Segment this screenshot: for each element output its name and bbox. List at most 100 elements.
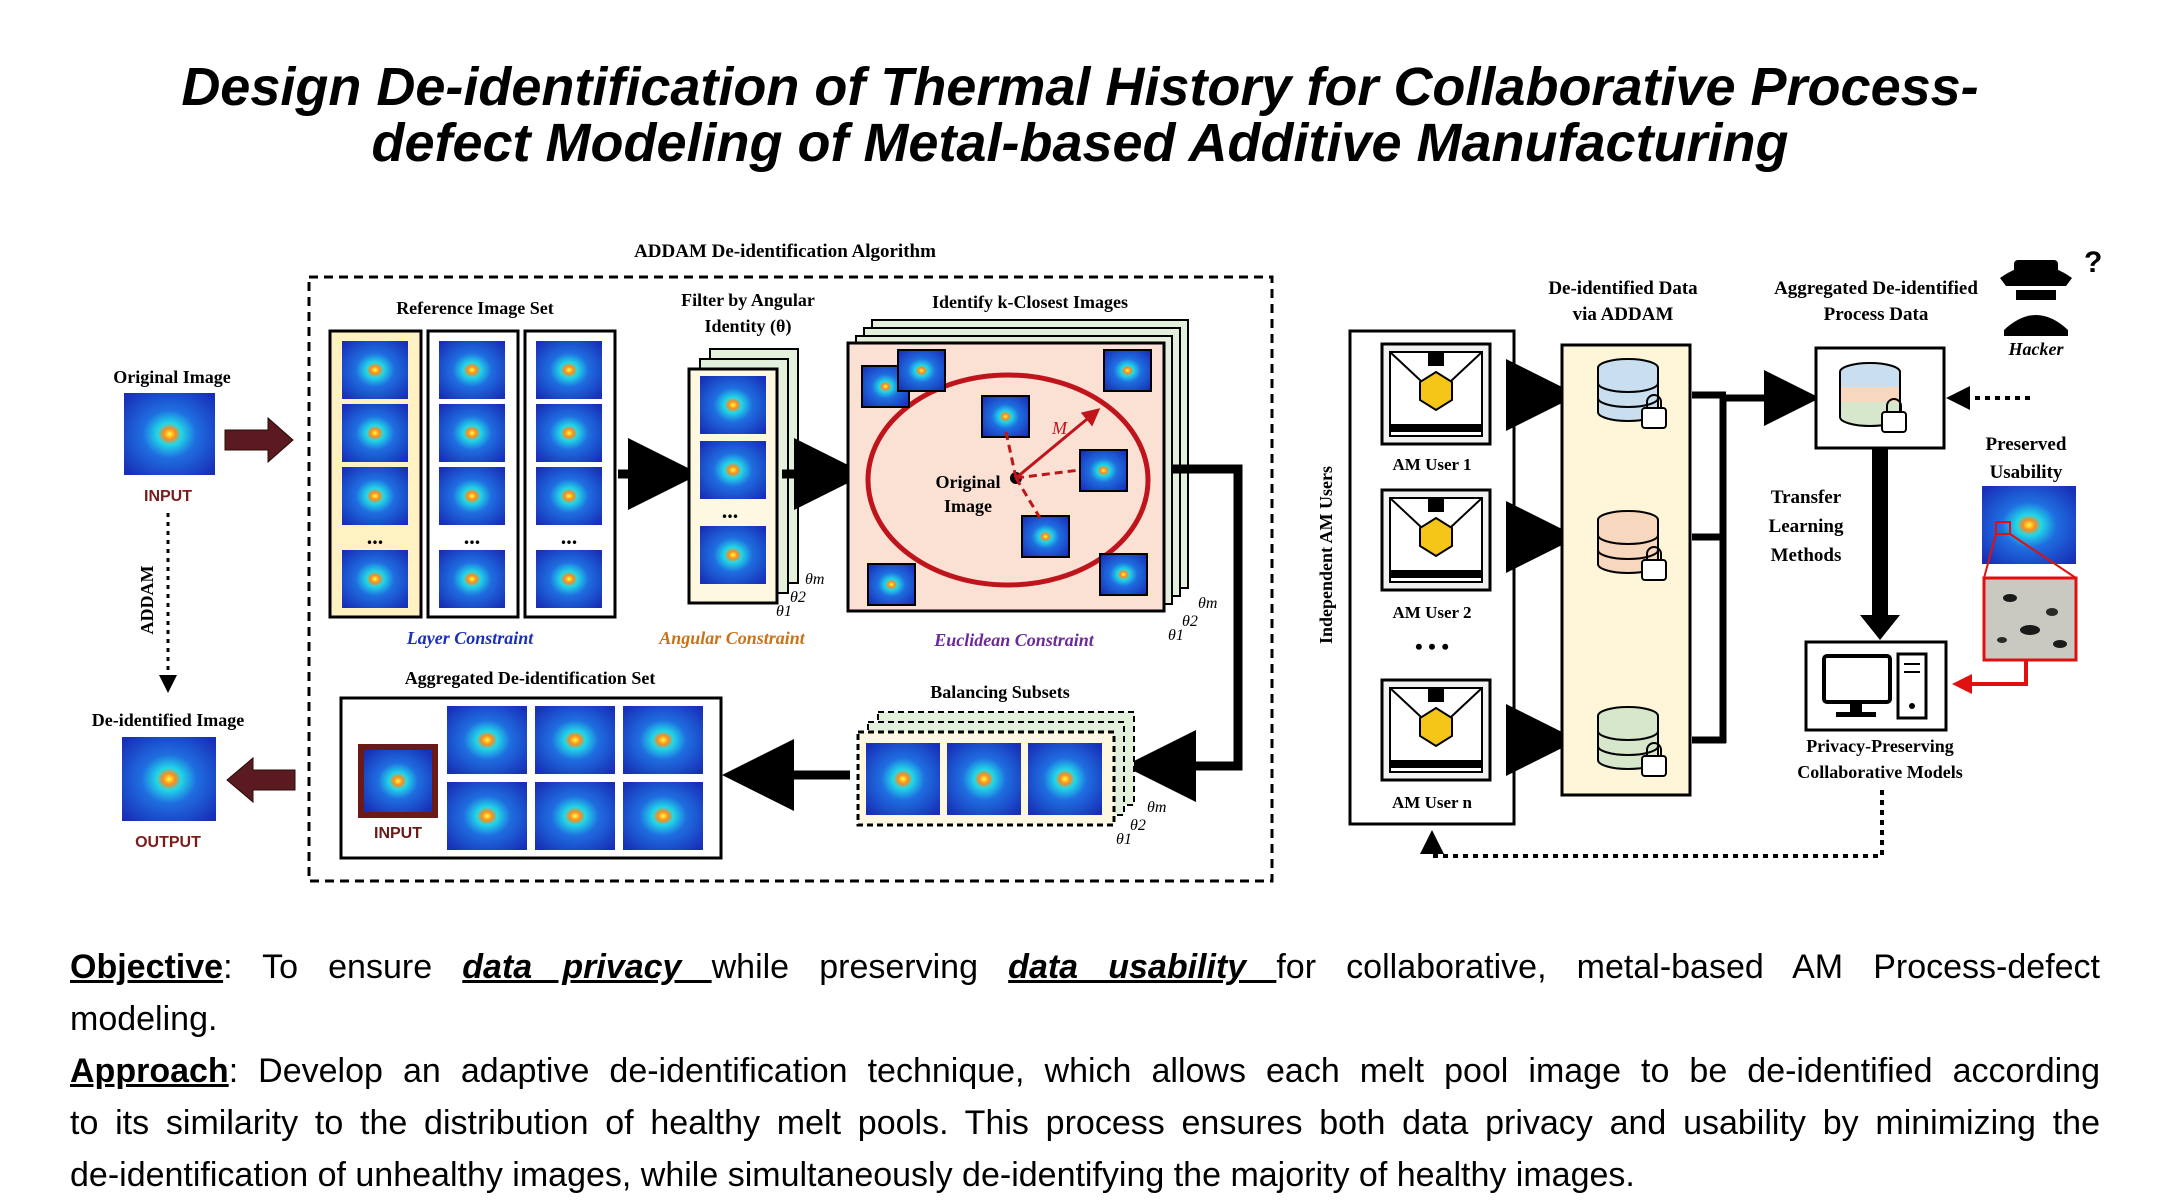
addam-arrow-label: ADDAM (137, 566, 157, 635)
theta-1-3: θ1 (1116, 831, 1132, 848)
kclosest-label: Identify k-Closest Images (932, 292, 1128, 312)
theta-2-2: θ2 (1182, 613, 1198, 630)
output-arrow (226, 756, 296, 804)
title-line-1: Design De-identification of Thermal Hist… (181, 57, 1979, 117)
distance-line-1 (1004, 431, 1018, 479)
hacker-label: Hacker (2008, 339, 2065, 359)
deid-data-label-line2: via ADDAM (1573, 304, 1674, 325)
feedback-dotted-arrow (1420, 790, 1884, 858)
original-melt-pool-image (124, 393, 215, 475)
svg-text:?: ? (2084, 246, 2102, 279)
angular-thumb-1 (700, 376, 766, 434)
angular-thumb-2 (700, 441, 766, 499)
zoom-line-left (1983, 533, 1997, 579)
input-tag: INPUT (144, 488, 192, 505)
title-line-2: defect Modeling of Metal-based Additive … (371, 113, 1789, 173)
transfer-arrow-head (1860, 615, 1900, 640)
balancing-thumb-1 (866, 743, 940, 815)
users-ellipsis: • • • (1415, 634, 1449, 659)
layer-constraint-label: Layer Constraint (406, 628, 535, 648)
objective-emphasis-usability: data usability (1008, 948, 1277, 986)
models-label-line1: Privacy-Preserving (1806, 736, 1954, 756)
objective-heading: Objective (70, 948, 224, 986)
preserved-melt-pool-image (1982, 486, 2076, 564)
aggregated-input-tag: INPUT (374, 825, 422, 842)
original-image-label: Original Image (113, 367, 231, 387)
ellipsis-3: ... (561, 524, 578, 549)
preserved-label-line1: Preserved (1986, 434, 2067, 455)
balancing-label: Balancing Subsets (930, 682, 1070, 702)
preserved-label-line2: Usability (1990, 462, 2063, 483)
original-image-center-line1: Original (935, 472, 1000, 492)
radius-arrow (1015, 408, 1101, 480)
aggregated-data-label-line2: Process Data (1824, 304, 1929, 325)
defect-spots (1997, 594, 2067, 648)
independent-users-label: Independent AM Users (1316, 466, 1336, 644)
reference-thumbnails (342, 341, 602, 608)
objective-emphasis-privacy: data privacy (462, 948, 712, 986)
objective-text-2: while preserving (711, 948, 1009, 986)
filter-label-line1: Filter by Angular (681, 290, 815, 310)
aggregated-thumbnails (447, 706, 703, 850)
ellipsis-1: ... (367, 524, 384, 549)
angular-thumb-3 (700, 526, 766, 584)
aggregated-data-label-line1: Aggregated De-identified (1774, 278, 1978, 299)
radius-label: M (1051, 418, 1068, 438)
transfer-label-line1: Transfer (1771, 487, 1842, 508)
am-user-2-label: AM User 2 (1393, 603, 1472, 622)
deidentified-image-label: De-identified Image (92, 710, 244, 730)
approach-line-3: de-identification of unhealthy images, w… (70, 1156, 1635, 1194)
balancing-thumb-2 (947, 743, 1021, 815)
database-lock-icon-1 (1597, 358, 1667, 429)
deid-data-label-line1: De-identified Data (1548, 278, 1698, 299)
output-tag: OUTPUT (135, 834, 201, 851)
distance-line-2 (1015, 468, 1081, 480)
euclidean-constraint-label: Euclidean Constraint (933, 630, 1095, 650)
euclidean-circle (865, 372, 1151, 588)
angular-ellipsis: ... (722, 498, 739, 523)
models-label-line2: Collaborative Models (1797, 762, 1962, 782)
distance-line-3 (1014, 477, 1042, 519)
algorithm-title: ADDAM De-identification Algorithm (634, 241, 936, 262)
theta-m-2: θm (1198, 595, 1217, 612)
kclosest-thumbnails (861, 349, 1152, 606)
aggregated-set-label: Aggregated De-identification Set (405, 668, 656, 688)
approach-line-2: to its similarity to the distribution of… (70, 1104, 2100, 1142)
objective-text-1: : To ensure (223, 948, 463, 986)
approach-heading: Approach (70, 1052, 229, 1090)
zoom-line-right (2009, 533, 2077, 579)
objective-line-1: Objective: To ensure data privacy while … (70, 941, 2100, 993)
aggregated-input-image (364, 750, 432, 812)
theta-2-3: θ2 (1130, 817, 1146, 834)
approach-line-1: Approach: Develop an adaptive de-identif… (70, 1045, 2100, 1097)
printer-icon-user-n (1380, 678, 1492, 782)
angular-constraint-label: Angular Constraint (658, 628, 806, 648)
original-image-center-line2: Image (944, 496, 992, 516)
theta-m-3: θm (1147, 799, 1166, 816)
hacker-icon: ? (2000, 246, 2102, 336)
usability-red-arrow (1952, 660, 2028, 694)
theta-1-1: θ1 (776, 603, 792, 620)
zoom-region-marker (1995, 521, 2011, 535)
transfer-label-line2: Learning (1769, 516, 1844, 537)
filter-label-line2: Identity (θ) (705, 316, 792, 337)
arrow-to-balancing (1124, 464, 1243, 802)
theta-m-1: θm (805, 571, 824, 588)
aggregated-database-icon (1839, 362, 1907, 433)
printer-icon-user-1 (1380, 342, 1492, 446)
database-lock-icon-3 (1597, 706, 1667, 777)
reference-set-label: Reference Image Set (396, 298, 554, 318)
theta-2-1: θ2 (790, 589, 806, 606)
theta-1-2: θ1 (1168, 627, 1184, 644)
objective-text-3: for collaborative, metal-based AM Proces… (1276, 948, 2100, 986)
transfer-label-line3: Methods (1771, 545, 1842, 566)
ellipsis-2: ... (464, 524, 481, 549)
am-user-n-label: AM User n (1392, 793, 1472, 812)
workflow-diagram: Original Image INPUT ADDAM De-identified… (92, 241, 2102, 883)
approach-text-1: : Develop an adaptive de-identification … (228, 1052, 2100, 1090)
balancing-thumb-3 (1028, 743, 1102, 815)
computer-icon (1822, 652, 1928, 720)
algorithm-dashed-box (307, 275, 1274, 883)
input-arrow (224, 416, 294, 464)
database-lock-icon-2 (1597, 510, 1667, 581)
